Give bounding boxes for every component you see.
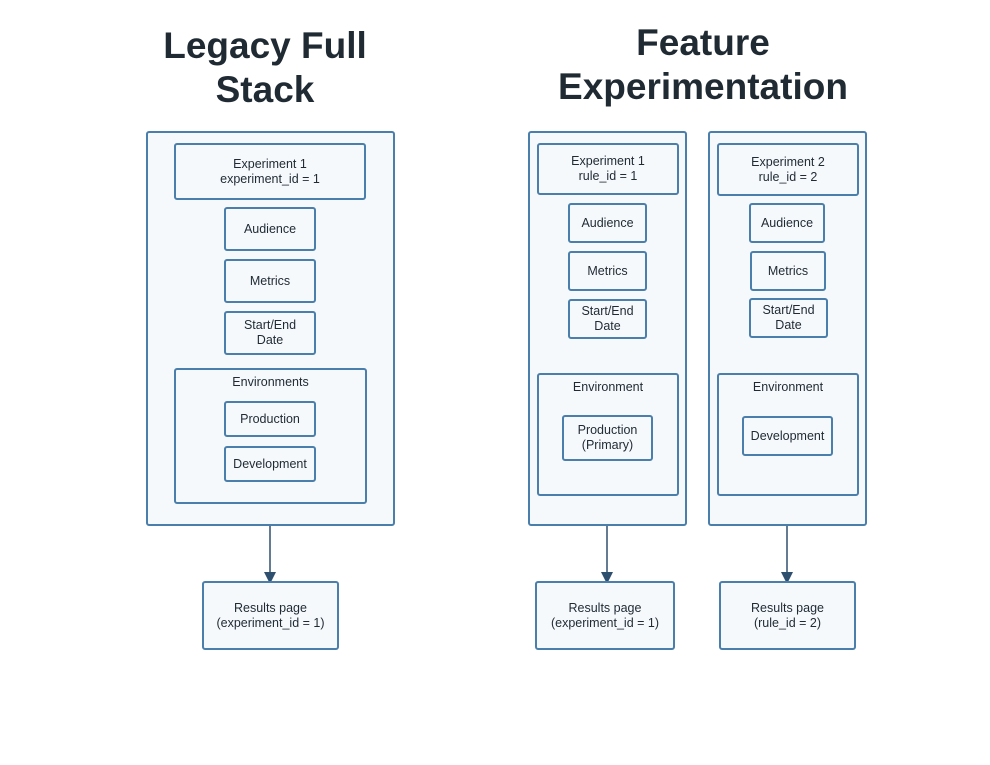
legacy-dates-box: Start/End Date (224, 311, 316, 355)
feature-col1-experiment-box: Experiment 1 rule_id = 1 (537, 143, 679, 195)
legacy-dates-line1: Start/End (243, 318, 297, 332)
feature-col2-experiment-id: rule_id = 2 (758, 169, 818, 184)
legacy-results-title: Results page (234, 600, 307, 615)
feature-col1-environment-label: Environment (572, 380, 644, 394)
legacy-experiment-id: experiment_id = 1 (220, 171, 320, 186)
feature-col2-dates-line2: Date (775, 318, 802, 332)
legacy-dates-line2: Date (256, 333, 284, 347)
legacy-env-development-box: Development (224, 446, 316, 482)
feature-col2-results-id: (rule_id = 2) (753, 615, 822, 630)
feature-col2-dates-line1: Start/End (762, 303, 815, 317)
feature-col2-environment-label: Environment (752, 380, 824, 394)
feature-col1-dates-line1: Start/End (581, 304, 634, 318)
feature-col2-results-box: Results page (rule_id = 2) (719, 581, 856, 650)
feature-col2-metrics-box: Metrics (750, 251, 826, 291)
legacy-audience-box: Audience (224, 207, 316, 251)
feature-col1-experiment-id: rule_id = 1 (578, 169, 638, 183)
feature-col2-env-box: Development (742, 416, 833, 456)
feature-col1-results-box: Results page (experiment_id = 1) (535, 581, 675, 650)
feature-col1-dates-box: Start/End Date (568, 299, 647, 339)
feature-col2-dates-box: Start/End Date (749, 298, 828, 338)
feature-col1-env-box: Production (Primary) (562, 415, 653, 461)
feature-col2-results-title: Results page (751, 600, 824, 615)
legacy-results-id: (experiment_id = 1) (216, 615, 325, 630)
legacy-metrics-box: Metrics (224, 259, 316, 303)
legacy-environments-label: Environments (232, 375, 309, 389)
feature-title-line1: Feature (636, 22, 770, 63)
feature-col2-environment-group: Environment (717, 373, 859, 496)
legacy-title-line1: Legacy Full (163, 25, 367, 66)
feature-col2-audience-box: Audience (749, 203, 825, 243)
feature-col1-results-id: (experiment_id = 1) (550, 615, 660, 630)
feature-col1-audience-box: Audience (568, 203, 647, 243)
feature-col2-experiment-box: Experiment 2 rule_id = 2 (717, 143, 859, 196)
legacy-title: Legacy Full Stack (140, 24, 390, 112)
legacy-title-line2: Stack (215, 69, 315, 110)
legacy-experiment-name: Experiment 1 (233, 156, 307, 171)
feature-col1-experiment-name: Experiment 1 (571, 154, 645, 168)
feature-col1-results-title: Results page (568, 600, 642, 615)
feature-col1-env-line1: Production (577, 423, 638, 437)
feature-col2-experiment-name: Experiment 2 (751, 154, 825, 169)
legacy-results-box: Results page (experiment_id = 1) (202, 581, 339, 650)
feature-col1-metrics-box: Metrics (568, 251, 647, 291)
feature-col1-dates-line2: Date (594, 319, 621, 333)
feature-title: Feature Experimentation (528, 21, 878, 109)
legacy-env-production-box: Production (224, 401, 316, 437)
feature-col1-env-line2: (Primary) (581, 438, 634, 452)
feature-title-line2: Experimentation (558, 66, 848, 107)
legacy-experiment-box: Experiment 1 experiment_id = 1 (174, 143, 366, 200)
